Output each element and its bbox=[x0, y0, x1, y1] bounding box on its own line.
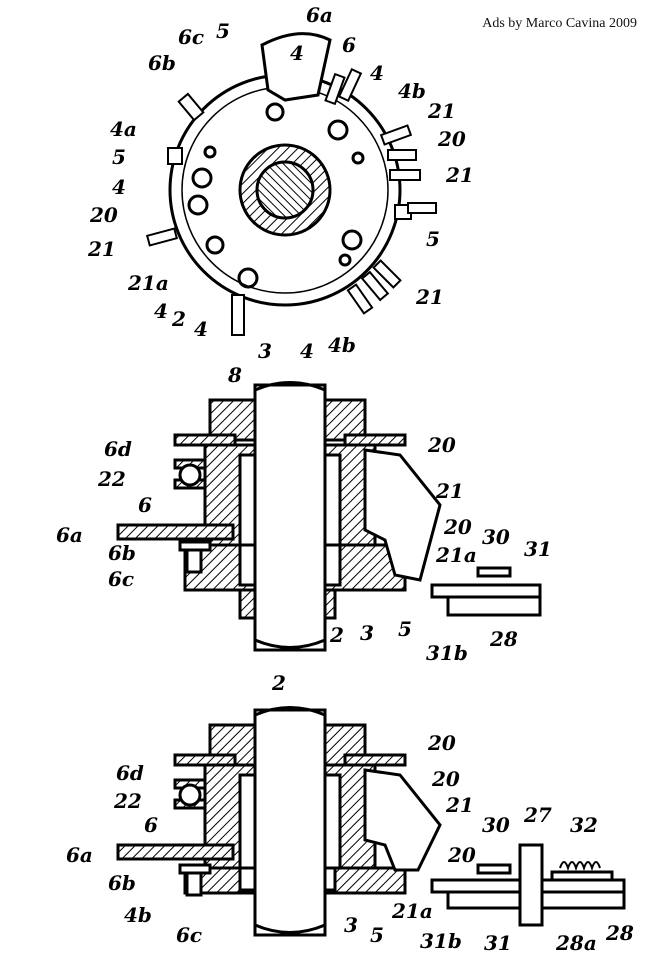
label: 20 bbox=[447, 843, 476, 867]
label: 28 bbox=[605, 921, 634, 945]
label: 6 bbox=[144, 813, 158, 837]
label: 30 bbox=[482, 525, 510, 549]
label: 21a bbox=[391, 899, 433, 923]
fig-mid-section bbox=[116, 381, 542, 652]
label: 6 bbox=[342, 33, 356, 57]
label: 20 bbox=[427, 731, 456, 755]
label: 20 bbox=[437, 127, 466, 151]
label: 28a bbox=[555, 931, 597, 955]
label: 21a bbox=[435, 543, 477, 567]
label: 20 bbox=[443, 515, 472, 539]
label: 30 bbox=[482, 813, 510, 837]
label: 20 bbox=[427, 433, 456, 457]
label: 4 bbox=[300, 339, 314, 363]
label: 21 bbox=[445, 163, 474, 187]
label: 4b bbox=[124, 903, 152, 927]
label: 2 bbox=[271, 671, 286, 695]
label: 6c bbox=[108, 567, 134, 591]
label: 22 bbox=[113, 789, 142, 813]
label: 5 bbox=[370, 923, 384, 947]
label: 31 bbox=[524, 537, 552, 561]
label: 6a bbox=[306, 3, 333, 27]
label: 6d bbox=[104, 437, 132, 461]
label: 4 bbox=[194, 317, 208, 341]
label: 31b bbox=[426, 641, 468, 665]
label: 4 bbox=[370, 61, 384, 85]
fig-top-view bbox=[145, 32, 437, 336]
label: 3 bbox=[360, 621, 374, 645]
label: 3 bbox=[258, 339, 272, 363]
label: 6b bbox=[108, 871, 136, 895]
label: 22 bbox=[97, 467, 126, 491]
label: 6a bbox=[66, 843, 93, 867]
fig-bot-section bbox=[116, 706, 626, 937]
label: 21a bbox=[127, 271, 169, 295]
label: 28 bbox=[489, 627, 518, 651]
label: 2 bbox=[171, 307, 186, 331]
label: 3 bbox=[344, 913, 358, 937]
credit-text: Ads by Marco Cavina 2009 bbox=[482, 16, 637, 31]
label: 6d bbox=[116, 761, 144, 785]
label: 27 bbox=[523, 803, 552, 827]
label: 6b bbox=[108, 541, 136, 565]
label: 20 bbox=[431, 767, 460, 791]
label: 5 bbox=[112, 145, 126, 169]
label: 4b bbox=[328, 333, 356, 357]
label: 21 bbox=[435, 479, 464, 503]
label: 21 bbox=[415, 285, 444, 309]
labels-top: 6a 6c 5 4 6 6b 4 4b 21 4a 20 5 4 21 20 5… bbox=[87, 3, 474, 363]
label: 8 bbox=[227, 363, 242, 387]
labels-bot: 2 20 20 6d 21 22 6 30 27 32 20 6a 6b 4b … bbox=[66, 671, 634, 955]
label: 20 bbox=[89, 203, 118, 227]
labels-mid: 8 20 6d 21 22 6 20 6a 21a 30 31 6b 6c 3 … bbox=[56, 363, 552, 665]
label: 5 bbox=[216, 19, 230, 43]
label: 6a bbox=[56, 523, 83, 547]
label: 2 bbox=[329, 623, 344, 647]
label: 5 bbox=[426, 227, 440, 251]
label: 4 bbox=[112, 175, 126, 199]
label: 21 bbox=[427, 99, 456, 123]
label: 31b bbox=[420, 929, 462, 953]
label: 4b bbox=[398, 79, 426, 103]
label: 6 bbox=[138, 493, 152, 517]
label: 4a bbox=[110, 117, 137, 141]
label: 5 bbox=[398, 617, 412, 641]
label: 31 bbox=[484, 931, 512, 955]
label: 4 bbox=[154, 299, 168, 323]
label: 6c bbox=[176, 923, 202, 947]
label: 21 bbox=[445, 793, 474, 817]
label: 6b bbox=[148, 51, 176, 75]
label: 4 bbox=[290, 41, 304, 65]
label: 21 bbox=[87, 237, 116, 261]
label: 6c bbox=[178, 25, 204, 49]
label: 32 bbox=[570, 813, 598, 837]
